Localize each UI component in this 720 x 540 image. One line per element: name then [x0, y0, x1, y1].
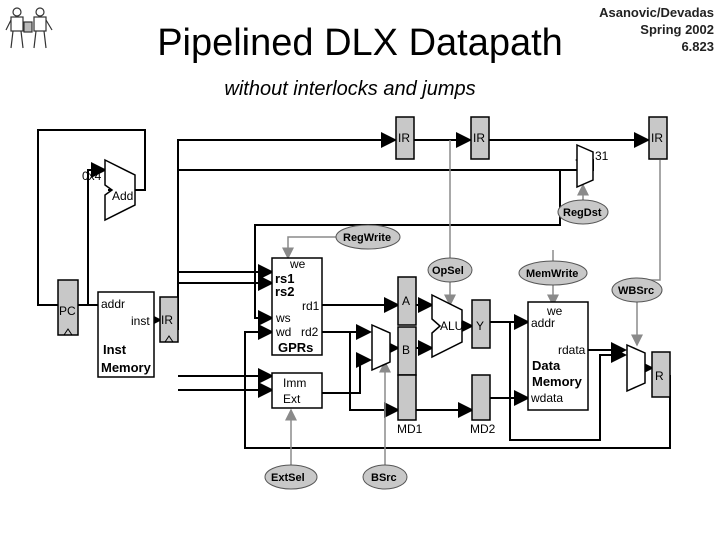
- credit-authors: Asanovic/Devadas: [599, 5, 714, 20]
- memwrite-label: MemWrite: [526, 268, 578, 280]
- opsel-control: [427, 257, 473, 283]
- ir-decode-label: IR: [161, 313, 173, 327]
- bsrc-mux: [371, 323, 391, 372]
- extsel-control: [264, 464, 318, 490]
- ir-register-execute: [395, 116, 415, 160]
- page-subtitle: without interlocks and jumps: [224, 78, 476, 100]
- adder-label: Add: [112, 189, 133, 203]
- gpr-file: [271, 257, 323, 356]
- inst-memory: [97, 291, 155, 378]
- imm-ext-line2: Ext: [283, 392, 301, 406]
- r-label: R: [655, 369, 664, 383]
- wbsrc-label: WBSrc: [618, 285, 654, 297]
- b-label: B: [402, 343, 410, 357]
- y-label: Y: [476, 319, 484, 333]
- opsel-label: OpSel: [432, 265, 464, 277]
- control-wires: [282, 140, 661, 465]
- regdst-label: RegDst: [563, 207, 602, 219]
- imm-ext-line1: Imm: [283, 376, 306, 390]
- ir-execute-label: IR: [398, 131, 410, 145]
- ir-decode-clock-icon: [164, 335, 174, 343]
- data-memory-we: we: [546, 304, 563, 318]
- bsrc-control: [362, 464, 408, 490]
- course-credit: Asanovic/Devadas Spring 2002 6.823: [599, 4, 714, 55]
- adder-increment: 0x4: [82, 169, 102, 183]
- y-register: [471, 299, 491, 349]
- gpr-rd1: rd1: [302, 299, 320, 313]
- ir-memory-label: IR: [473, 131, 485, 145]
- regdst-control: [557, 199, 609, 225]
- pc-adder: [104, 158, 136, 222]
- gpr-rd2: rd2: [301, 325, 319, 339]
- ir-register-writeback: [648, 116, 668, 160]
- credit-course: 6.823: [681, 39, 714, 54]
- imm-ext-unit: [271, 372, 323, 409]
- gpr-wd: wd: [275, 325, 291, 339]
- pc-clock-icon: [63, 328, 73, 336]
- pc-label: PC: [59, 304, 76, 318]
- a-register: [397, 276, 417, 326]
- gpr-rs2: rs2: [275, 284, 295, 299]
- gpr-name: GPRs: [278, 340, 313, 355]
- extsel-label: ExtSel: [271, 472, 305, 484]
- regwrite-control: [335, 224, 401, 250]
- credit-term: Spring 2002: [640, 22, 714, 37]
- gpr-ws: ws: [275, 311, 291, 325]
- regdst-const: 31: [595, 149, 609, 163]
- ir-writeback-label: IR: [651, 131, 663, 145]
- alu-label: ALU: [440, 319, 463, 333]
- gpr-rs1: rs1: [275, 271, 295, 286]
- bsrc-label: BSrc: [371, 472, 397, 484]
- gpr-we: we: [289, 257, 306, 271]
- md2-register: [471, 374, 491, 421]
- data-memory: [527, 301, 589, 411]
- ir-register-memory: [470, 116, 490, 160]
- ir-register-decode: [159, 296, 179, 343]
- pc-register: [57, 279, 79, 336]
- a-label: A: [402, 294, 410, 308]
- wbsrc-control: [611, 277, 663, 303]
- inst-memory-inst: inst: [131, 314, 150, 328]
- inst-memory-name1: Inst: [103, 342, 127, 357]
- data-memory-name2: Memory: [532, 374, 583, 389]
- regwrite-label: RegWrite: [343, 232, 391, 244]
- data-memory-rdata: rdata: [558, 343, 586, 357]
- md1-label: MD1: [397, 422, 423, 436]
- page-title: Pipelined DLX Datapath: [157, 22, 563, 64]
- data-memory-name1: Data: [532, 358, 561, 373]
- memwrite-control: [518, 260, 588, 286]
- data-memory-wdata: wdata: [530, 391, 563, 405]
- wbsrc-mux: [626, 343, 646, 393]
- data-memory-addr: addr: [531, 316, 555, 330]
- regdst-mux: [576, 143, 594, 189]
- inst-memory-name2: Memory: [101, 360, 152, 375]
- alu: [431, 293, 463, 359]
- inst-memory-addr: addr: [101, 297, 125, 311]
- md1-register: [397, 374, 417, 421]
- md2-label: MD2: [470, 422, 496, 436]
- figures-logo-icon: [4, 4, 54, 52]
- r-register: [651, 351, 671, 398]
